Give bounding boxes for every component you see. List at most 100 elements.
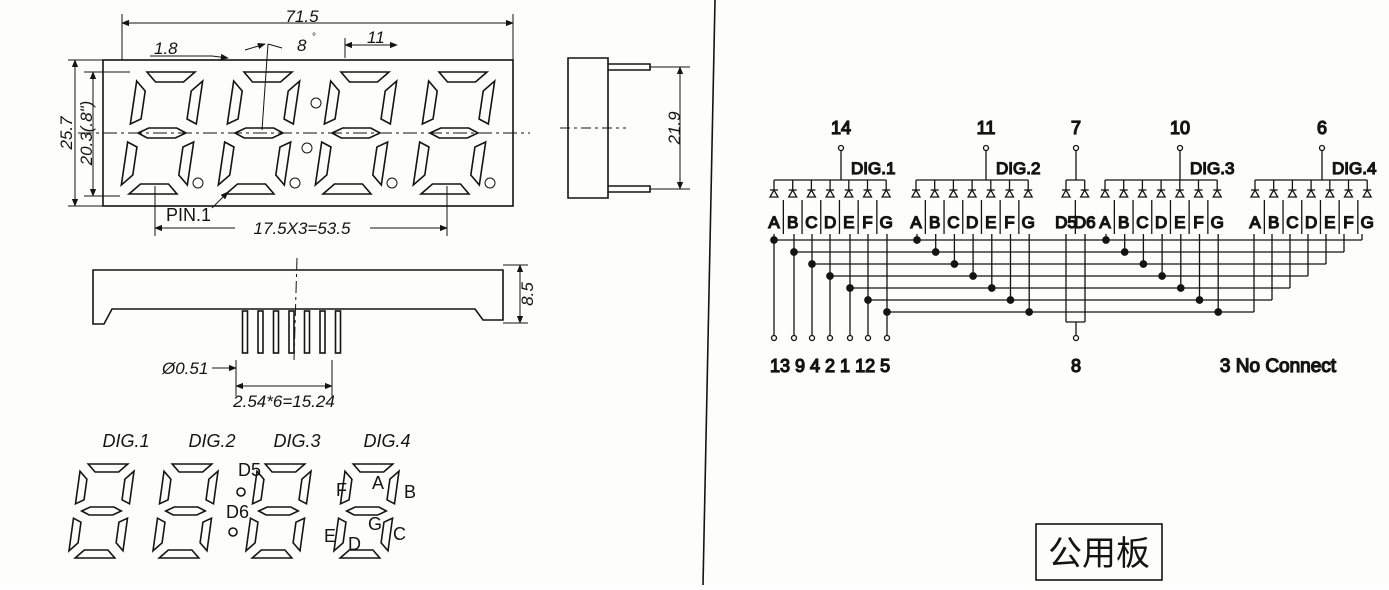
junction-dot <box>1025 308 1034 316</box>
diode-symbol <box>1137 188 1148 198</box>
junction-dot <box>808 260 816 268</box>
diode-symbol <box>1343 188 1354 198</box>
digit-segment <box>226 79 244 126</box>
diode-symbol <box>948 188 959 198</box>
digit-segment <box>371 140 389 187</box>
digit-segment <box>263 463 307 473</box>
front-digit <box>217 71 301 195</box>
segment-label: D6 <box>1074 213 1096 232</box>
segment-label: B <box>929 213 940 232</box>
dp-dot <box>484 177 496 189</box>
diode-symbol <box>881 188 892 198</box>
page-divider <box>702 0 716 586</box>
pin-terminal <box>1176 144 1184 152</box>
digit-segment <box>157 549 201 559</box>
diode-symbol <box>1004 188 1015 198</box>
legend-seg-g: G <box>368 514 382 534</box>
junction-dot <box>987 284 996 292</box>
legend-dig-1: DIG.1 <box>102 431 149 451</box>
segment-label: E <box>843 213 854 232</box>
digit-segment <box>292 516 306 553</box>
digit-segment <box>418 183 471 195</box>
diode-symbol <box>1023 188 1034 198</box>
digit-segment <box>469 140 487 187</box>
diode-symbol <box>966 188 978 198</box>
diode-symbol <box>1324 188 1335 198</box>
pin-terminal <box>883 334 891 342</box>
diode-symbol <box>1079 188 1090 198</box>
segment-label: C <box>805 213 817 232</box>
junction-dot <box>883 308 891 316</box>
common-digit-label: DIG.1 <box>851 159 895 178</box>
segment-label: B <box>787 213 798 232</box>
digit-segment <box>380 78 398 126</box>
stamp-text: 公用板 <box>1048 534 1150 574</box>
legend-digit <box>332 463 401 559</box>
junction-dot <box>913 236 921 244</box>
pin <box>257 310 264 354</box>
segment-label: D5 <box>1055 213 1077 232</box>
digit-segment <box>351 463 395 473</box>
digit-segment <box>437 71 490 83</box>
segment-label: E <box>985 213 996 232</box>
digit-segment <box>339 469 353 506</box>
digit-segment <box>145 71 198 83</box>
digit-segment <box>67 516 82 553</box>
junction-dot <box>1195 296 1204 304</box>
colon-dot <box>310 97 322 109</box>
front-digit <box>120 71 204 195</box>
digit-segment <box>256 506 301 516</box>
dim-body-height: 8.5 <box>518 282 537 306</box>
pin <box>303 310 311 354</box>
digit-segment <box>129 79 147 126</box>
dim-seg-width: 1.8 <box>154 39 178 58</box>
segment-label: A <box>768 213 780 232</box>
segment-label: G <box>1211 213 1224 232</box>
segment-label: D <box>966 213 978 232</box>
digit-segment <box>121 469 136 506</box>
diode-symbol <box>1287 188 1298 198</box>
digit-segment <box>283 78 301 126</box>
segment-label: A <box>910 213 922 232</box>
dim-side-height: 21.9 <box>665 111 684 146</box>
segment-label: D <box>824 213 836 232</box>
dim-pitch-total: 17.5X3=53.5 <box>254 219 351 238</box>
dp-dot <box>289 177 301 189</box>
junction-dot <box>1139 260 1148 268</box>
legend-digit <box>151 463 220 559</box>
digit-segment <box>380 516 394 553</box>
dp-dot <box>236 487 246 497</box>
common-pin-number: 11 <box>977 118 996 138</box>
common-digit-label: DIG.4 <box>1332 159 1376 178</box>
segment-label: C <box>1286 213 1298 232</box>
digit-segment <box>120 140 138 188</box>
digit-segment <box>73 549 117 559</box>
diode-symbol <box>1362 188 1373 198</box>
legend-digit <box>67 463 136 559</box>
segment-label: A <box>1099 213 1111 232</box>
segment-label: C <box>947 213 959 232</box>
pin-terminal <box>1072 334 1080 342</box>
dim-height-total: 25.7 <box>57 116 76 151</box>
no-connect-note: 3 No Connect <box>1220 356 1337 377</box>
digit-segment <box>205 469 220 506</box>
junction-dot <box>790 248 798 256</box>
pin-terminal <box>790 334 798 342</box>
diode-symbol <box>1193 188 1204 198</box>
legend-seg-f: F <box>336 480 347 500</box>
junction-dot <box>1006 296 1015 304</box>
dim-pin-diameter: Ø0.51 <box>161 359 208 378</box>
colon-dot <box>301 142 313 154</box>
junction-dot <box>770 236 778 244</box>
bottom-view <box>92 257 528 396</box>
common-pin-number: 14 <box>831 118 851 138</box>
pin-terminal <box>1072 144 1080 152</box>
pin <box>241 310 249 354</box>
dp-dot <box>386 177 398 189</box>
segment-label: F <box>862 213 872 232</box>
digit-segment <box>126 183 179 195</box>
pin-terminal <box>808 334 816 342</box>
dp-dot <box>192 177 204 189</box>
junction-dot <box>826 272 834 280</box>
